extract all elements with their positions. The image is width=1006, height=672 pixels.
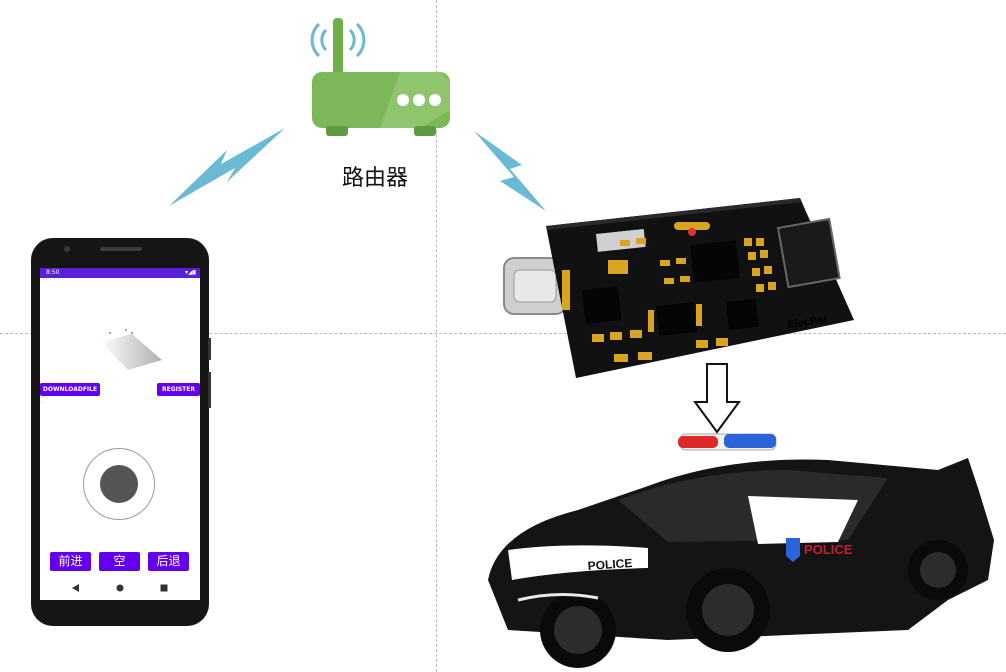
back-nav-icon[interactable] (72, 584, 80, 592)
main-chip (690, 240, 740, 283)
phone-side-button (208, 372, 211, 408)
forward-button[interactable]: 前进 (50, 552, 91, 571)
police-label-door: POLICE (804, 542, 853, 557)
router-label: 路由器 (342, 166, 409, 191)
recent-nav-icon[interactable] (160, 584, 168, 592)
status-bar: 8:50 ▾◢▮ (40, 268, 200, 278)
empty-button[interactable]: 空 (99, 552, 140, 571)
fpc-connector (776, 217, 841, 289)
phone-side-button (208, 338, 211, 360)
pcb-board: ElecPet (503, 198, 854, 378)
lightning-signal-icon (474, 131, 546, 211)
wifi-waves-icon (310, 22, 366, 58)
navigation-bar (40, 578, 200, 600)
phone-speaker (100, 247, 142, 251)
home-nav-icon[interactable] (116, 584, 124, 592)
back-button[interactable]: 后退 (148, 552, 189, 571)
police-badge (786, 538, 800, 562)
police-car: POLICE POLICE (488, 433, 994, 668)
joystick-knob[interactable] (100, 465, 138, 503)
horizontal-guide-line (0, 333, 1006, 334)
shadow-graphic (100, 329, 162, 370)
download-file-button[interactable]: DOWNLOADFILE (40, 383, 100, 396)
usb-c-connector (503, 257, 567, 315)
status-time: 8:50 (46, 269, 60, 276)
status-text: ... (40, 399, 44, 404)
register-button[interactable]: REGISTER (157, 383, 200, 396)
down-arrow-icon (693, 363, 741, 434)
phone-screen: 8:50 ▾◢▮ DOWNLOADFILE REGISTER ... 前进 空 … (40, 268, 200, 600)
police-label-hood: POLICE (587, 556, 633, 573)
joystick-ring[interactable] (83, 448, 155, 520)
lightning-signal-icon (169, 128, 285, 206)
solder-pads (562, 222, 776, 362)
router-illustration (310, 18, 450, 136)
pcb-brand-label: ElecPet (787, 314, 828, 331)
vertical-guide-line (436, 0, 437, 672)
status-icons: ▾◢▮ (185, 269, 196, 276)
phone-camera (64, 246, 70, 252)
